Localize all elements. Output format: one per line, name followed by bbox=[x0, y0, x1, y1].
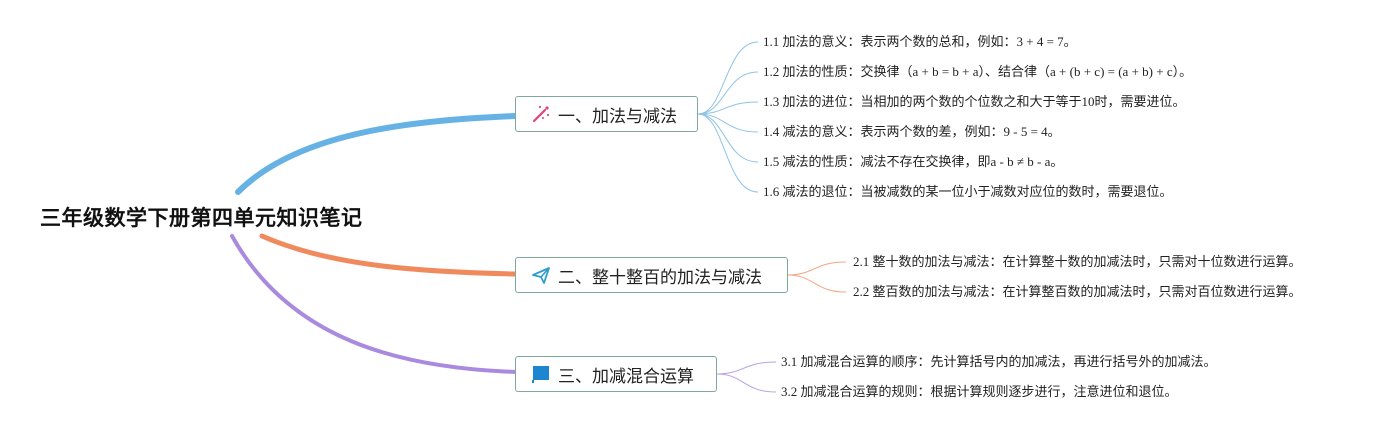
branch-connector-3 bbox=[230, 234, 518, 374]
leaf-1-1: 1.1 加法的意义：表示两个数的总和，例如：3 + 4 = 7。 bbox=[763, 34, 1077, 49]
leaf-3-1: 3.1 加减混合运算的顺序：先计算括号内的加减法，再进行括号外的加减法。 bbox=[781, 354, 1217, 369]
branch-node-tens-hundreds[interactable]: 二、整十整百的加法与减法 bbox=[515, 257, 788, 293]
branch-connector-2 bbox=[259, 233, 519, 277]
paper-plane-icon bbox=[530, 264, 552, 286]
leaf-connector bbox=[716, 361, 777, 375]
leaf-connector bbox=[697, 113, 759, 133]
branch-label: 三、加减混合运算 bbox=[558, 366, 694, 387]
leaf-connector bbox=[787, 274, 847, 293]
branch-label: 一、加法与减法 bbox=[558, 106, 677, 127]
leaf-1-2: 1.2 加法的性质：交换律（a + b = b + a）、结合律（a + (b … bbox=[763, 64, 1193, 79]
magic-wand-icon bbox=[530, 103, 552, 125]
leaf-1-4: 1.4 减法的意义：表示两个数的差，例如：9 - 5 = 4。 bbox=[763, 124, 1061, 139]
leaf-connector bbox=[716, 373, 777, 393]
branch-node-addition-subtraction[interactable]: 一、加法与减法 bbox=[515, 96, 698, 132]
leaf-connector bbox=[697, 101, 759, 115]
leaf-1-6: 1.6 减法的退位：当被减数的某一位小于减数对应位的数时，需要退位。 bbox=[763, 184, 1173, 199]
leaf-1-3: 1.3 加法的进位：当相加的两个数的个位数之和大于等于10时，需要进位。 bbox=[763, 94, 1186, 109]
leaf-connector bbox=[697, 113, 759, 193]
branch-node-mixed-operations[interactable]: 三、加减混合运算 bbox=[515, 356, 717, 392]
leaf-connector bbox=[787, 261, 847, 276]
leaf-connector bbox=[697, 71, 759, 115]
leaf-connector bbox=[697, 41, 759, 115]
leaf-1-5: 1.5 减法的性质：减法不存在交换律，即a - b ≠ b - a。 bbox=[763, 154, 1064, 169]
flag-icon bbox=[530, 363, 552, 385]
leaf-2-2: 2.2 整百数的加法与减法：在计算整百数的加减法时，只需对百位数进行运算。 bbox=[853, 284, 1302, 299]
leaf-3-2: 3.2 加减混合运算的规则：根据计算规则逐步进行，注意进位和退位。 bbox=[781, 384, 1178, 399]
branch-connector-1 bbox=[235, 113, 519, 195]
leaf-connector bbox=[697, 113, 759, 163]
mindmap-root-title: 三年级数学下册第四单元知识笔记 bbox=[40, 206, 363, 230]
leaf-2-1: 2.1 整十数的加法与减法：在计算整十数的加减法时，只需对十位数进行运算。 bbox=[853, 254, 1302, 269]
branch-label: 二、整十整百的加法与减法 bbox=[558, 267, 762, 288]
